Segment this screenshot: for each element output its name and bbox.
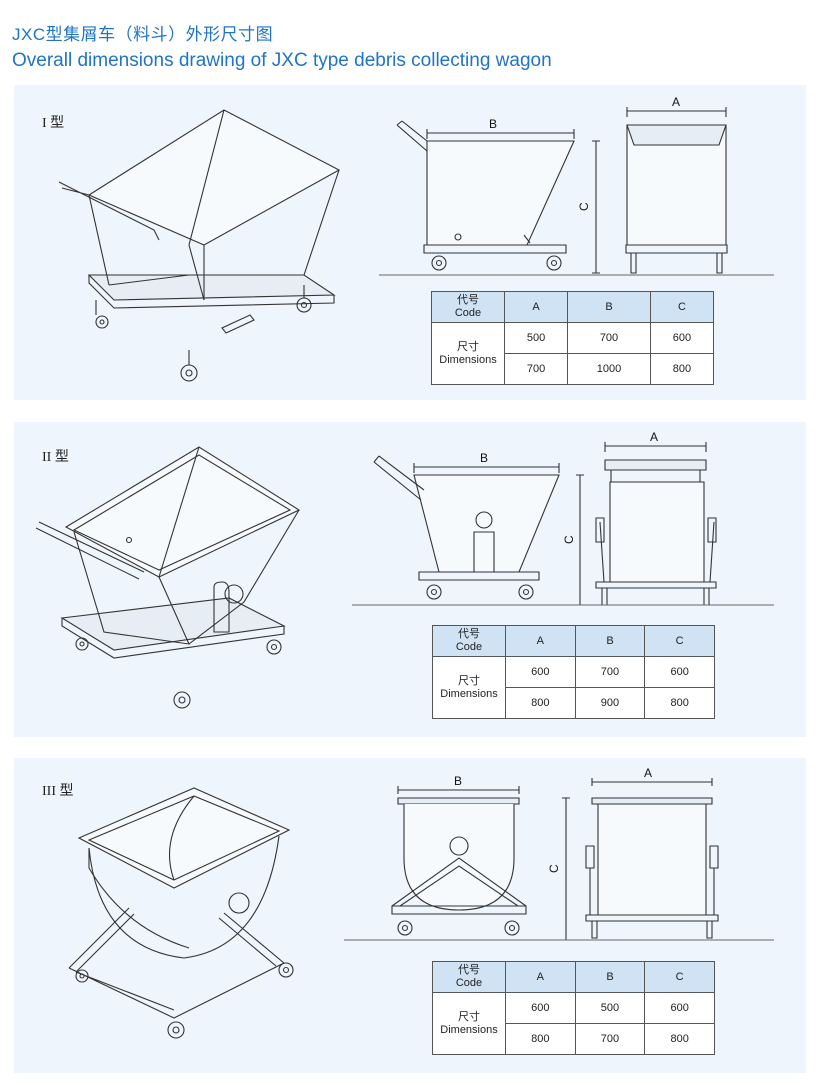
table-cell: 900	[574, 687, 646, 719]
type-3-side-view	[391, 786, 570, 941]
column-c-header: C	[644, 961, 715, 993]
column-c-header: C	[644, 625, 715, 657]
type-3-front-view	[585, 778, 719, 939]
type-2-side-view	[373, 455, 584, 606]
type-1-isometric-view	[58, 109, 341, 382]
table-cell: 700	[574, 1023, 646, 1055]
type-3-panel: III 型	[14, 758, 806, 1073]
type-2-label: II 型	[42, 450, 69, 465]
table-cell: 700	[503, 353, 569, 385]
table-cell: 1000	[567, 353, 651, 385]
type-1-side-view	[396, 120, 600, 274]
type-3-dim-b: B	[454, 774, 462, 788]
table-cell: 600	[644, 992, 715, 1024]
type-2-dim-a: A	[650, 430, 658, 444]
column-b-header: B	[574, 961, 646, 993]
table-cell: 600	[505, 992, 576, 1024]
page-title-english: Overall dimensions drawing of JXC type d…	[12, 50, 552, 71]
type-1-dim-c: C	[577, 202, 591, 211]
type-1-front-view	[625, 107, 728, 274]
type-3-drawings: B C A	[68, 766, 774, 1039]
column-b-header: B	[574, 625, 646, 657]
type-1-dim-a: A	[672, 95, 680, 109]
table-cell: 500	[574, 992, 646, 1024]
page-title-chinese: JXC型集屑车（料斗）外形尺寸图	[12, 25, 274, 44]
type-3-label: III 型	[42, 784, 74, 799]
column-a-header: A	[505, 625, 576, 657]
column-c-header: C	[649, 291, 715, 323]
type-2-front-view	[595, 442, 717, 606]
table-cell: 700	[574, 656, 646, 688]
type-3-dim-c: C	[547, 864, 561, 873]
type-1-panel: I 型	[14, 85, 806, 400]
column-a-header: A	[503, 291, 569, 323]
table-cell: 700	[567, 322, 651, 354]
type-1-label: I 型	[42, 116, 65, 131]
table-cell: 800	[505, 687, 576, 719]
table-cell: 500	[503, 322, 569, 354]
type-3-dim-a: A	[644, 766, 652, 780]
type-2-isometric-view	[35, 446, 301, 709]
type-3-isometric-view	[68, 787, 294, 1039]
type-2-dim-b: B	[480, 451, 488, 465]
table-cell: 800	[505, 1023, 576, 1055]
type-2-panel: II 型	[14, 422, 806, 737]
type-2-dim-c: C	[562, 535, 576, 544]
table-cell: 800	[644, 1023, 715, 1055]
table-cell: 600	[644, 656, 715, 688]
table-cell: 800	[649, 353, 715, 385]
column-a-header: A	[505, 961, 576, 993]
type-1-dim-b: B	[489, 117, 497, 131]
type-2-drawings: B C A	[35, 430, 774, 709]
type-1-drawings: B C A	[58, 95, 774, 382]
column-b-header: B	[567, 291, 651, 323]
table-cell: 800	[644, 687, 715, 719]
table-cell: 600	[505, 656, 576, 688]
table-cell: 600	[649, 322, 715, 354]
